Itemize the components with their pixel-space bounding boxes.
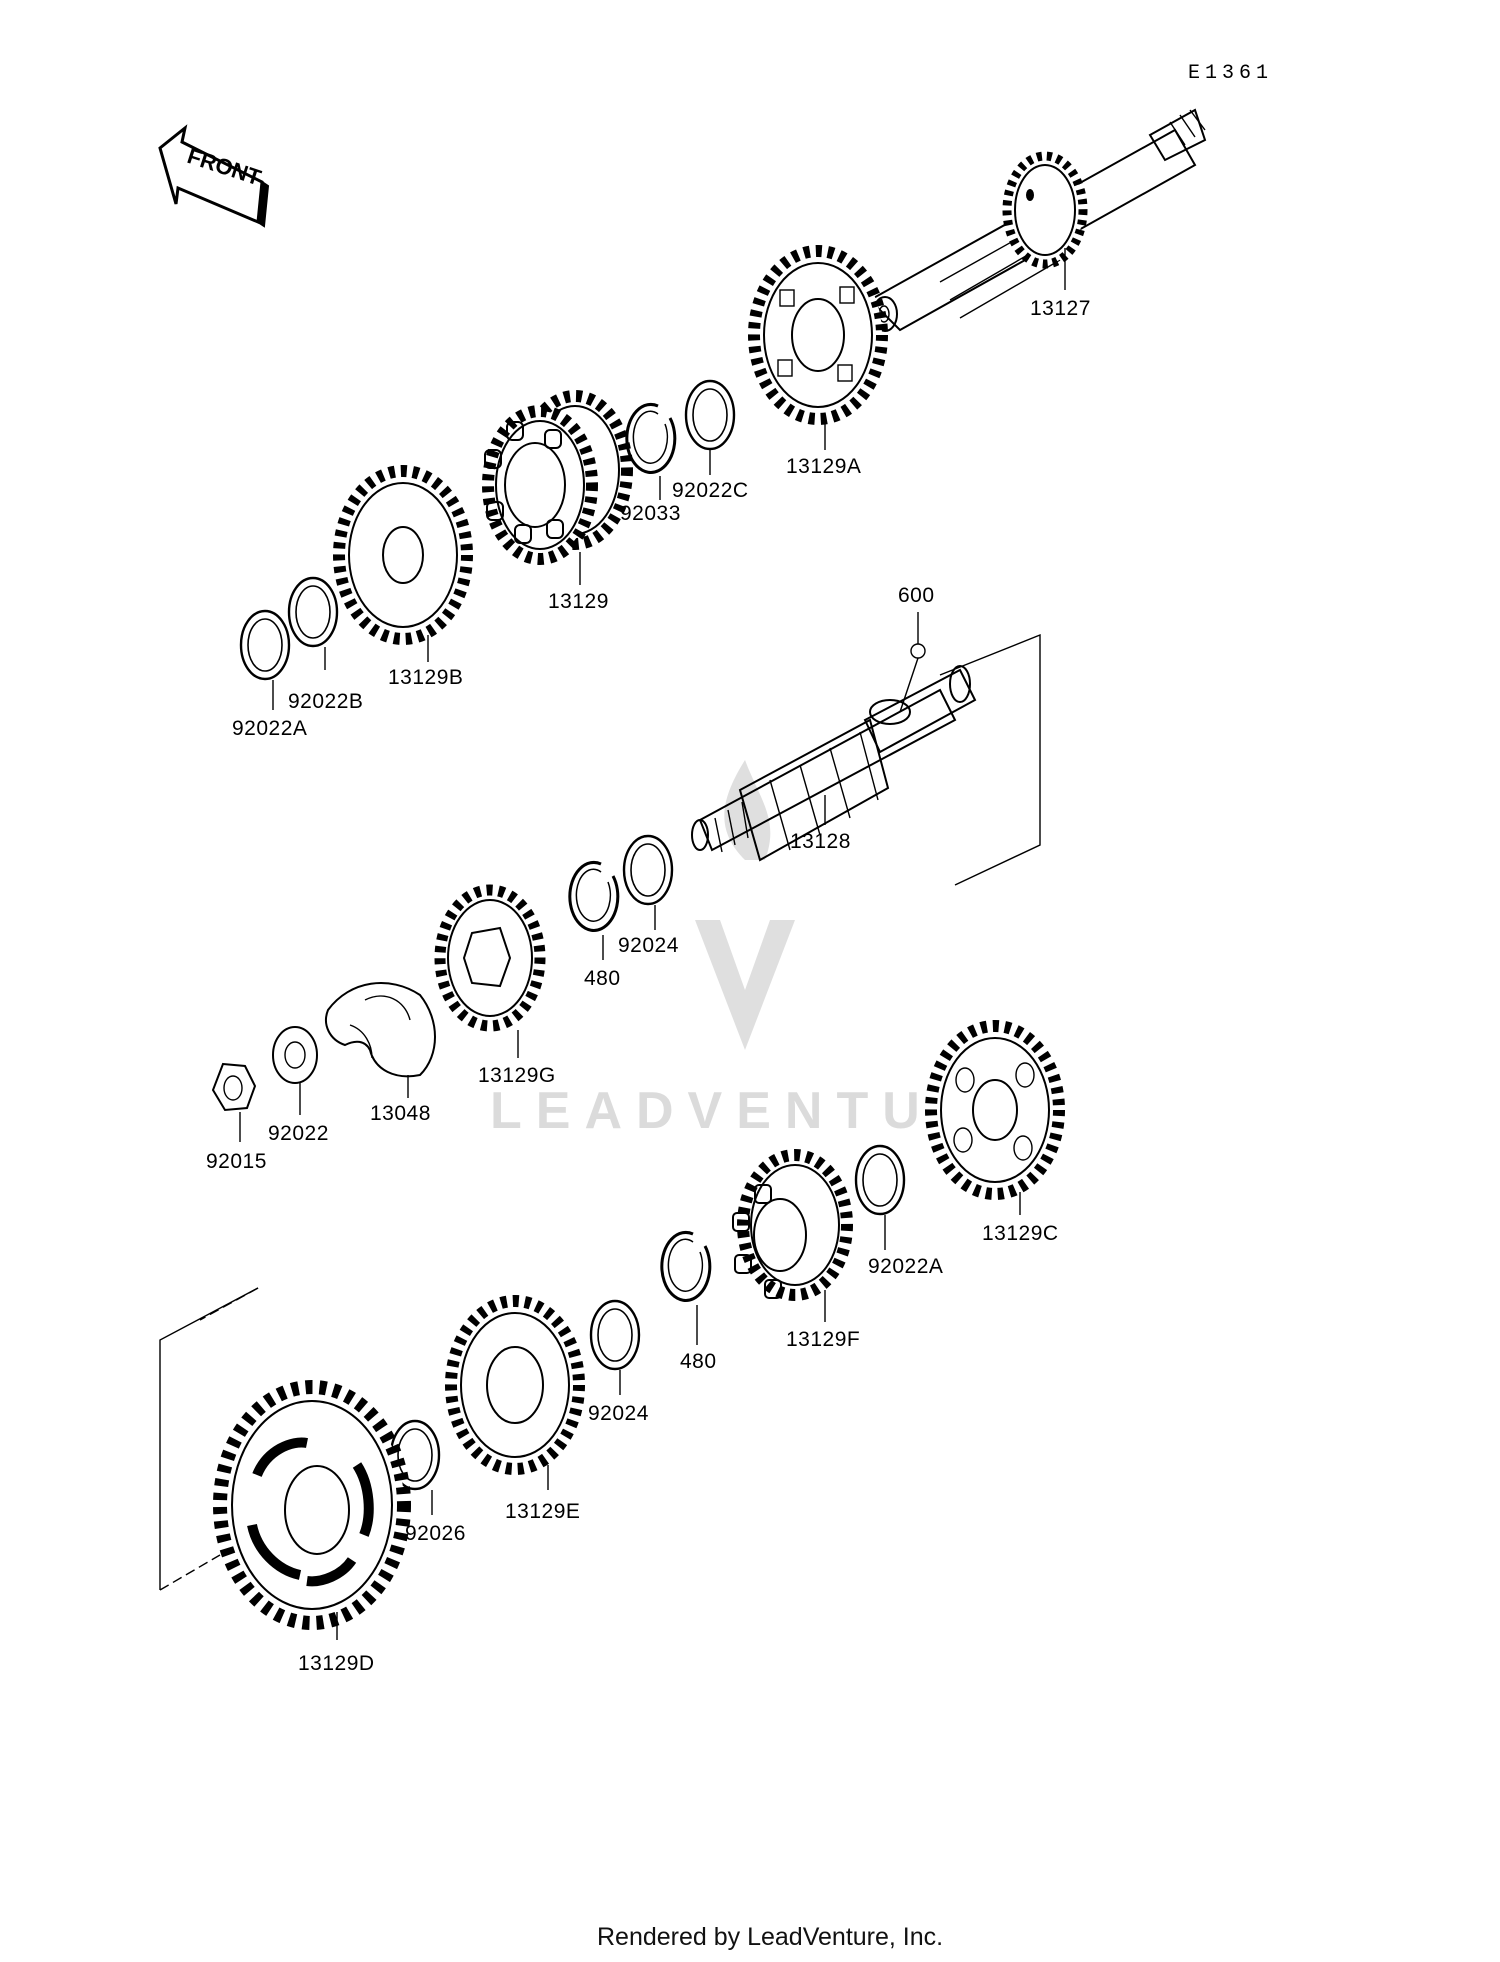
washer-92022C xyxy=(684,379,736,451)
gear-13129D xyxy=(220,1387,404,1623)
gear-13129G xyxy=(440,890,540,1026)
part-label-92033: 92033 xyxy=(620,502,681,525)
circlip-480 xyxy=(568,860,620,932)
circlip-480-2 xyxy=(660,1230,712,1302)
part-label-13129G: 13129G xyxy=(478,1064,556,1087)
gear-13129 xyxy=(482,390,633,565)
diagram-code: E1361 xyxy=(1188,62,1273,85)
part-label-13129: 13129 xyxy=(548,590,609,613)
part-label-92022: 92022 xyxy=(268,1122,329,1145)
part-label-13129F: 13129F xyxy=(786,1328,860,1351)
washer-92024 xyxy=(622,834,674,906)
part-label-13129C: 13129C xyxy=(982,1222,1059,1245)
part-label-13048: 13048 xyxy=(370,1102,431,1125)
part-label-92022B: 92022B xyxy=(288,690,363,713)
circlip-92033 xyxy=(625,402,677,474)
part-label-92026: 92026 xyxy=(405,1522,466,1545)
front-arrow-icon: FRONT xyxy=(158,124,270,228)
washer-92022A-2 xyxy=(854,1144,906,1216)
output-shaft-13127 xyxy=(868,108,1207,332)
part-label-92024: 92024 xyxy=(618,934,679,957)
washer-92022 xyxy=(272,1026,318,1084)
footer-credit: Rendered by LeadVenture, Inc. xyxy=(597,1923,943,1951)
gear-13129A xyxy=(754,251,882,419)
part-label-13129D: 13129D xyxy=(298,1652,375,1675)
part-label-13127: 13127 xyxy=(1030,297,1091,320)
gear-13129E xyxy=(451,1301,579,1469)
watermark: LEADVENTURE xyxy=(490,760,1020,1140)
washer-92022B xyxy=(287,576,339,648)
part-label-92022A: 92022A xyxy=(232,717,307,740)
gear-13129C xyxy=(931,1026,1059,1194)
part-label-13129E: 13129E xyxy=(505,1500,580,1523)
washer-92024-2 xyxy=(589,1299,641,1371)
part-label-480: 480 xyxy=(584,967,621,990)
part-label-92022C: 92022C xyxy=(672,479,749,502)
part-label-600: 600 xyxy=(898,584,935,607)
cam-13048 xyxy=(325,982,436,1078)
washer-92022A xyxy=(239,609,291,681)
nut-92015 xyxy=(211,1062,257,1112)
part-label-13129B: 13129B xyxy=(388,666,463,689)
part-label-13129A: 13129A xyxy=(786,455,861,478)
gear-13129B xyxy=(339,471,467,639)
part-label-92015: 92015 xyxy=(206,1150,267,1173)
input-shaft-13128 xyxy=(691,665,977,862)
gear-13129F xyxy=(732,1149,853,1301)
part-label-92024-2: 92024 xyxy=(588,1402,649,1425)
part-label-480-2: 480 xyxy=(680,1350,717,1373)
part-label-13128: 13128 xyxy=(790,830,851,853)
part-label-92022A-2: 92022A xyxy=(868,1255,943,1278)
